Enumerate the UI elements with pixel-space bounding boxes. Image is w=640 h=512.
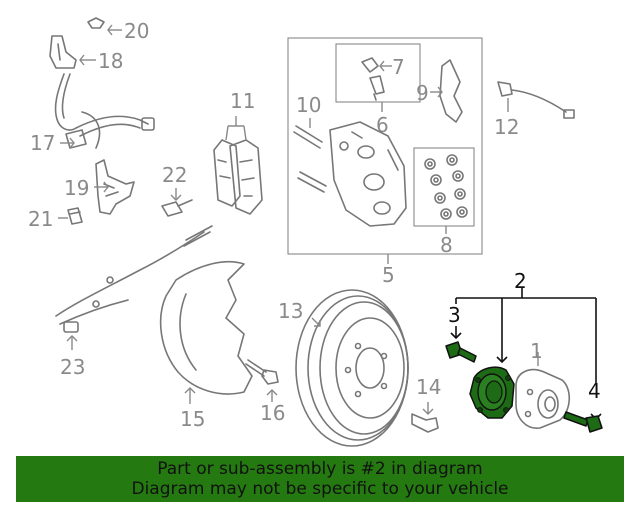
part-9-spring[interactable] <box>430 59 463 123</box>
callout-19[interactable]: 19 <box>64 176 89 200</box>
info-banner: Part or sub-assembly is #2 in diagram Di… <box>16 456 624 502</box>
part-2-wheel-bearing-assembly[interactable] <box>455 288 597 419</box>
part-5-caliper-box[interactable] <box>287 37 483 264</box>
part-1-wheel-hub[interactable] <box>515 352 571 429</box>
part-12-wear-sensor[interactable] <box>497 81 575 119</box>
callout-2[interactable]: 2 <box>514 269 527 293</box>
callout-14[interactable]: 14 <box>416 375 441 399</box>
callout-16[interactable]: 16 <box>260 401 285 425</box>
callout-5[interactable]: 5 <box>382 263 395 287</box>
callout-18[interactable]: 18 <box>98 49 123 73</box>
banner-line-1: Part or sub-assembly is #2 in diagram <box>157 459 483 479</box>
part-10-guide-pins[interactable] <box>293 118 327 193</box>
callout-4[interactable]: 4 <box>588 379 601 403</box>
part-23-abs-sensor[interactable] <box>55 225 213 350</box>
callout-12[interactable]: 12 <box>494 115 519 139</box>
brake-assembly-diagram: 20 18 17 19 21 22 <box>28 17 603 447</box>
callout-3[interactable]: 3 <box>448 303 461 327</box>
part-4-bolt[interactable] <box>563 411 603 433</box>
part-11-brake-pads[interactable] <box>213 116 263 215</box>
callout-20[interactable]: 20 <box>124 19 149 43</box>
callout-8[interactable]: 8 <box>440 233 453 257</box>
callout-21[interactable]: 21 <box>28 207 53 231</box>
callout-7[interactable]: 7 <box>392 55 405 79</box>
part-6-bleeder-box[interactable] <box>335 43 421 112</box>
part-3-bolt[interactable] <box>445 326 477 363</box>
caliper-body[interactable] <box>329 121 407 227</box>
banner-line-2: Diagram may not be specific to your vehi… <box>131 479 509 499</box>
part-18-bracket[interactable] <box>49 35 96 69</box>
callout-23[interactable]: 23 <box>60 355 85 379</box>
callout-15[interactable]: 15 <box>180 407 205 431</box>
part-16-bolt[interactable] <box>245 359 279 402</box>
part-8-seal-kit-box[interactable] <box>413 147 475 234</box>
part-21-clip[interactable] <box>58 207 83 225</box>
callout-9[interactable]: 9 <box>416 81 429 105</box>
callout-11[interactable]: 11 <box>230 89 255 113</box>
part-19-sensor-bracket[interactable] <box>94 159 135 215</box>
part-13-brake-rotor[interactable] <box>295 289 409 447</box>
callout-13[interactable]: 13 <box>278 299 303 323</box>
part-20-clip[interactable] <box>87 17 122 36</box>
part-17-brake-hose[interactable] <box>54 73 155 149</box>
callout-1[interactable]: 1 <box>530 339 543 363</box>
part-15-dust-shield[interactable] <box>159 260 253 404</box>
callout-10[interactable]: 10 <box>296 93 321 117</box>
callout-17[interactable]: 17 <box>30 131 55 155</box>
part-14-wheel-stud[interactable] <box>411 402 439 433</box>
callout-22[interactable]: 22 <box>162 163 187 187</box>
part-22-sensor[interactable] <box>161 188 193 217</box>
